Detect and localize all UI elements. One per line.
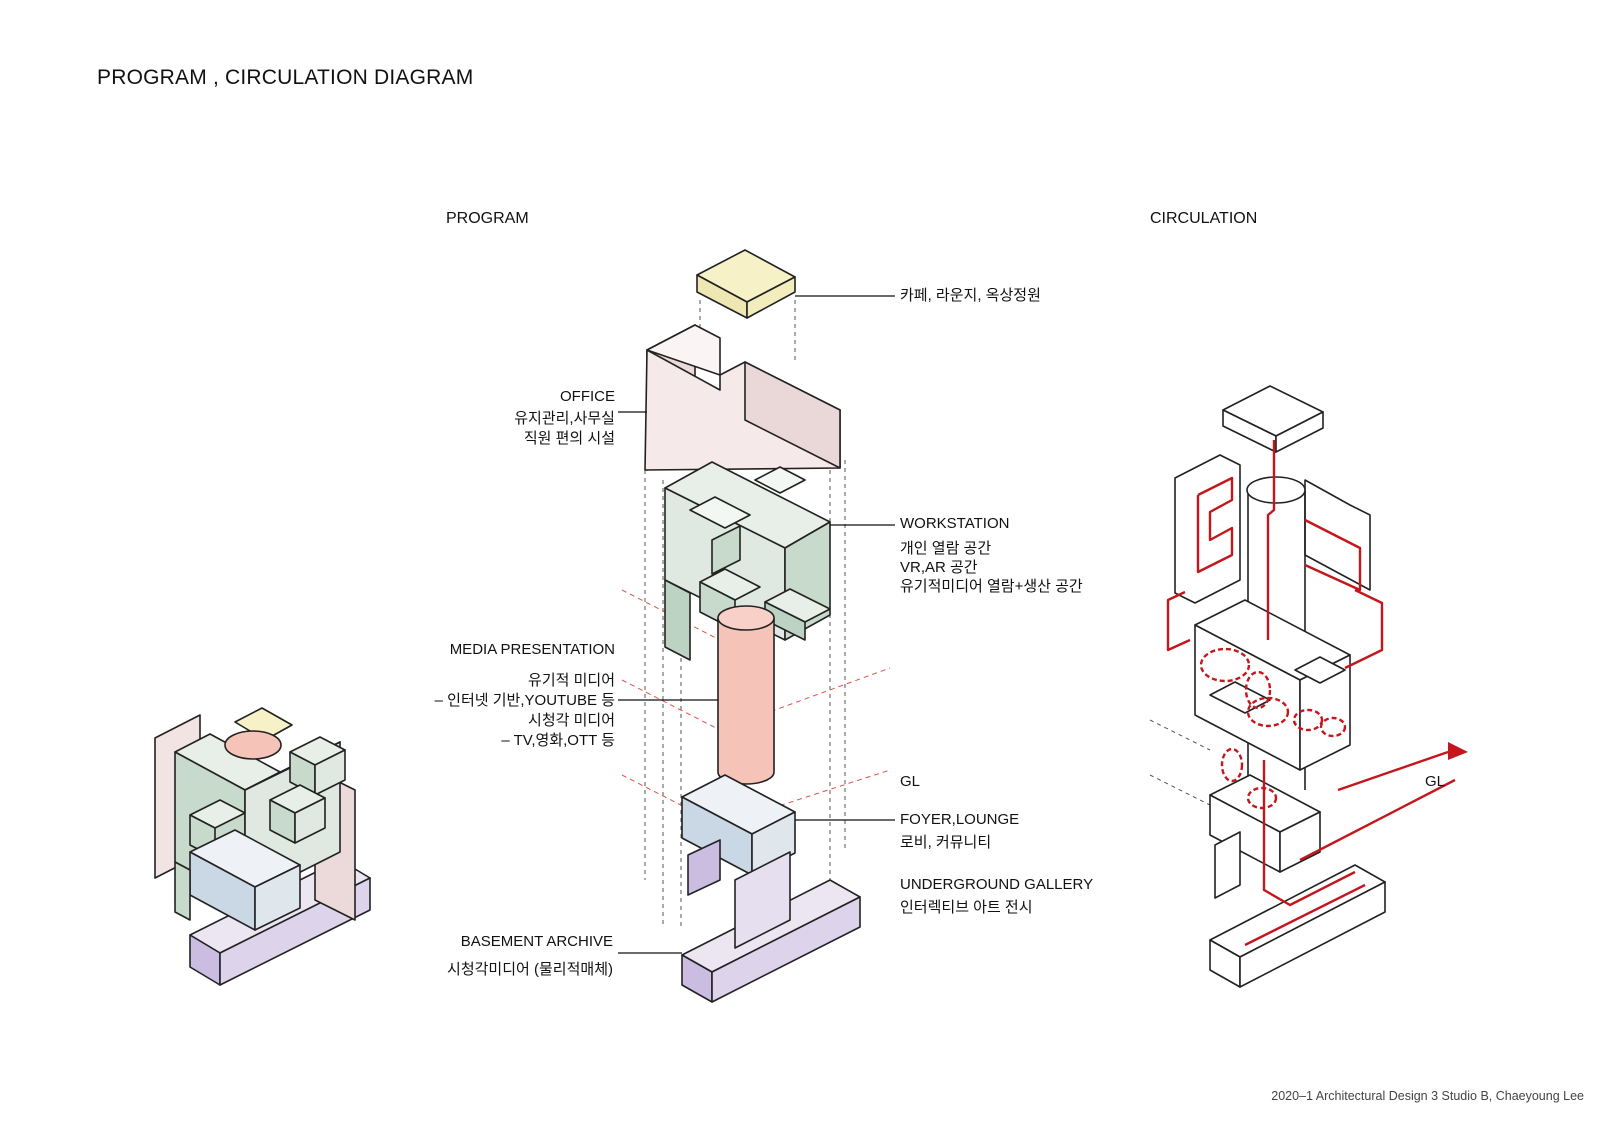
page-title: PROGRAM , CIRCULATION DIAGRAM xyxy=(97,66,474,89)
program-section-label: PROGRAM xyxy=(446,210,529,227)
office-line2: 직원 편의 시설 xyxy=(523,430,615,447)
circulation-section-label: CIRCULATION xyxy=(1150,210,1258,227)
basement-title: BASEMENT ARCHIVE xyxy=(460,933,613,950)
media-line1: 유기적 미디어 xyxy=(528,672,615,689)
media-line3: 시청각 미디어 xyxy=(528,712,615,729)
exploded-program xyxy=(621,249,891,1003)
foyer-line1: 로비, 커뮤니티 xyxy=(900,834,992,851)
media-title: MEDIA PRESENTATION xyxy=(449,641,615,658)
office-title: OFFICE xyxy=(560,388,615,405)
foyer-title: FOYER,LOUNGE xyxy=(900,811,1020,828)
workstation-line2: VR,AR 공간 xyxy=(900,559,978,576)
office-line1: 유지관리,사무실 xyxy=(514,410,615,427)
gl-program-label: GL xyxy=(900,773,921,790)
underground-title: UNDERGROUND GALLERY xyxy=(900,876,1094,893)
workstation-line3: 유기적미디어 열람+생산 공간 xyxy=(900,578,1083,595)
media-line2: – 인터넷 기반,YOUTUBE 등 xyxy=(434,692,615,709)
basement-line1: 시청각미디어 (물리적매체) xyxy=(447,961,613,978)
underground-line1: 인터렉티브 아트 전시 xyxy=(900,899,1033,916)
circulation-massing xyxy=(1149,385,1386,988)
gl-circulation-label: GL xyxy=(1425,773,1446,790)
media-line4: – TV,영화,OTT 등 xyxy=(501,732,615,749)
circulation-path xyxy=(1166,440,1468,947)
footer-credit: 2020–1 Architectural Design 3 Studio B, … xyxy=(1271,1089,1584,1103)
workstation-title: WORKSTATION xyxy=(900,515,1010,532)
cafe-label: 카페, 라운지, 옥상정원 xyxy=(900,287,1041,304)
workstation-line1: 개인 열람 공간 xyxy=(900,540,992,557)
assembled-massing xyxy=(154,707,371,986)
